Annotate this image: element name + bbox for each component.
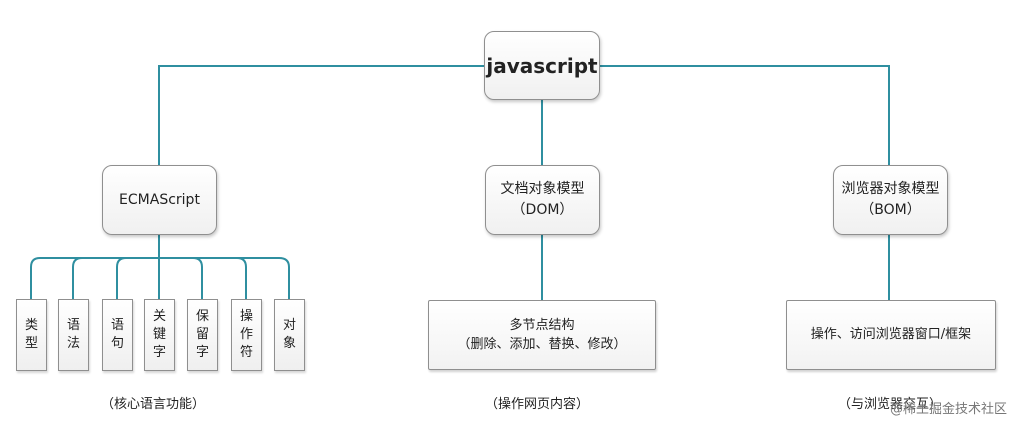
vertical-char: 作 [239,327,253,342]
leaf-branch-connector-5 [159,257,203,299]
leaf-branch-connector-2 [72,257,159,299]
dom-title-line-1: 文档对象模型 [500,181,585,197]
watermark-text: @稀土掘金技术社区 [889,402,1007,417]
ecmascript-item-keywords: 关键字 [144,299,175,371]
root-to-bom-connector [600,65,890,165]
bom-detail-label: 操作、访问浏览器窗口/框架 [811,325,971,345]
vertical-char: 操 [239,309,253,324]
ecmascript-item-label: 语法 [67,317,80,353]
ecmascript-item-label: 保留字 [196,308,209,362]
vertical-char: 类 [24,318,38,333]
vertical-char: 保 [195,309,209,324]
vertical-char: 符 [239,345,253,360]
ecmascript-item-label: 关键字 [153,308,166,362]
vertical-char: 象 [282,336,296,351]
vertical-char: 对 [282,318,296,333]
dom-detail-line-1: 多节点结构 [509,317,575,333]
vertical-char: 语 [110,318,124,333]
bom-node: 浏览器对象模型 （BOM） [833,165,948,235]
vertical-char: 字 [152,345,166,360]
leaf-branch-connector-1 [30,257,159,299]
ecmascript-node: ECMAScript [102,165,217,235]
vertical-char: 键 [152,327,166,342]
bom-detail-node: 操作、访问浏览器窗口/框架 [786,300,996,370]
vertical-char: 法 [66,336,80,351]
dom-node-label: 文档对象模型 （DOM） [501,179,585,221]
leaf-branch-connector-6 [159,257,247,299]
ecmascript-item-objects: 对象 [274,299,305,371]
ecmascript-item-reserved-words: 保留字 [187,299,218,371]
dom-title-line-2: （DOM） [511,202,574,218]
bom-detail-line-1: 操作、访问浏览器窗口/框架 [810,327,972,343]
root-to-ecma-connector [158,65,484,165]
bom-title-line-1: 浏览器对象模型 [841,181,940,197]
ecmascript-item-label: 类型 [25,317,38,353]
javascript-root-node: javascript [484,31,600,100]
dom-detail-label: 多节点结构 （删除、添加、替换、修改） [457,316,626,355]
leaf-branch-connector-3 [116,257,159,299]
dom-detail-line-2: （删除、添加、替换、修改） [457,337,627,352]
vertical-char: 关 [152,309,166,324]
dom-detail-node: 多节点结构 （删除、添加、替换、修改） [428,300,656,370]
vertical-char: 型 [24,336,38,351]
vertical-char: 句 [110,336,124,351]
bom-node-label: 浏览器对象模型 （BOM） [842,179,940,221]
dom-caption: （操作网页内容） [485,397,590,412]
ecmascript-item-label: 操作符 [240,308,253,362]
ecmascript-title: ECMAScript [119,191,200,208]
ecmascript-caption: （核心语言功能） [101,397,206,412]
ecmascript-item-syntax: 语法 [58,299,89,371]
bom-title-line-2: （BOM） [860,202,921,218]
ecmascript-item-label: 对象 [283,317,296,353]
ecmascript-item-label: 语句 [111,317,124,353]
ecmascript-item-operators: 操作符 [231,299,262,371]
vertical-char: 语 [66,318,80,333]
root-label: javascript [486,53,598,78]
bom-caption: （与浏览器交互） [838,397,943,412]
dom-node: 文档对象模型 （DOM） [485,165,600,235]
vertical-char: 留 [195,327,209,342]
vertical-char: 字 [195,345,209,360]
ecmascript-item-statements: 语句 [102,299,133,371]
leaf-branch-connector-7 [159,257,290,299]
ecmascript-item-types: 类型 [16,299,47,371]
